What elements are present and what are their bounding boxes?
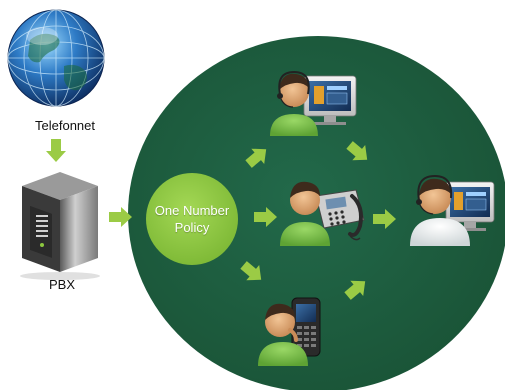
pbx-label: PBX: [48, 277, 75, 292]
globe-icon: [7, 9, 105, 107]
arrow-telefonnet-to-pbx: [46, 139, 66, 162]
telefonnet-label: Telefonnet: [35, 118, 95, 133]
policy-label-line2: Policy: [174, 220, 210, 235]
policy-label: One Number Policy: [142, 186, 242, 252]
agent-mobile-phone-icon: [258, 297, 321, 366]
agent-headset-computer-icon: [410, 174, 495, 246]
policy-label-line1: One Number: [154, 203, 230, 218]
agent-computer-icon: [270, 70, 357, 136]
network-circle: [128, 36, 505, 390]
policy-circle: [146, 173, 238, 265]
server-icon: [20, 172, 100, 280]
agent-desk-phone-icon: [280, 181, 365, 246]
